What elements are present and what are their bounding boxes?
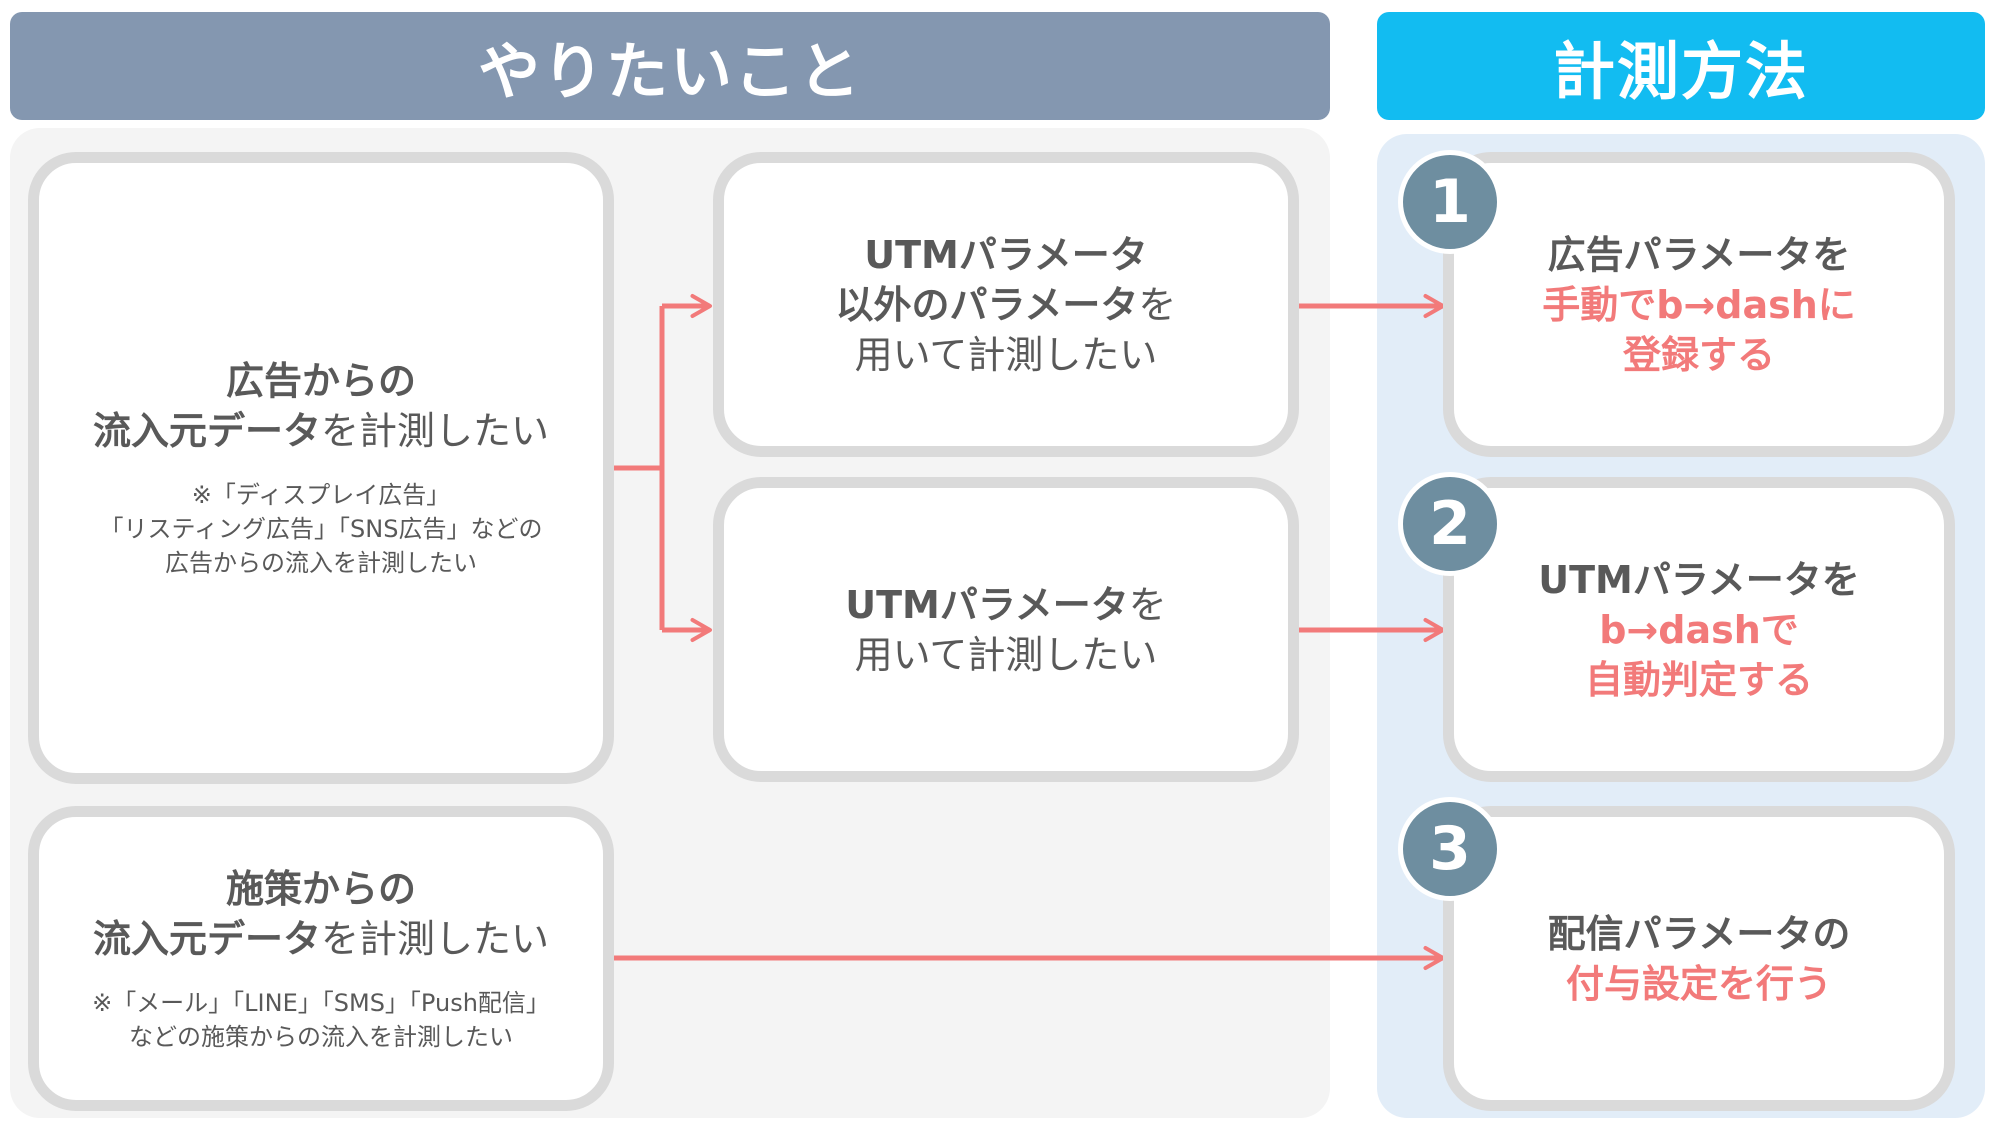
other-param-line-3: 用いて計測したい [854, 332, 1158, 377]
step-badge-2: 2 [1398, 472, 1502, 576]
want-ad-title-1: 広告からの [225, 359, 416, 403]
want-campaign-title-2: 流入元データを計測したい [92, 916, 550, 961]
header-left: やりたいこと [10, 12, 1330, 120]
method-2-line-3: 自動判定する [1584, 657, 1813, 702]
want-campaign-title-1: 施策からの [225, 866, 416, 911]
step-badge-3: 3 [1398, 797, 1502, 901]
method-2-line-1: UTMパラメータを [1538, 557, 1860, 602]
card-want-ad: 広告からの 流入元データを計測したい ※「ディスプレイ広告」 「リスティング広告… [28, 152, 614, 784]
want-campaign-note: ※「メール」「LINE」「SMS」「Push配信」 などの施策からの流入を計測し… [92, 988, 550, 1051]
header-left-title: やりたいこと [477, 35, 862, 108]
method-1-line-1: 広告パラメータを [1547, 232, 1851, 277]
card-want-campaign: 施策からの 流入元データを計測したい ※「メール」「LINE」「SMS」「Pus… [28, 806, 614, 1111]
other-param-line-2: 以外のパラメータを [835, 282, 1177, 327]
want-ad-note: ※「ディスプレイ広告」 「リスティング広告」「SNS広告」などの 広告からの流入… [99, 481, 543, 577]
card-method-1: 広告パラメータを 手動でb→dashに 登録する [1443, 152, 1955, 457]
header-right-title: 計測方法 [1552, 35, 1809, 108]
step-badge-1: 1 [1398, 150, 1502, 254]
method-2-line-2: b→dashで [1599, 607, 1799, 652]
method-1-line-2: 手動でb→dashに [1542, 282, 1856, 327]
method-3-line-1: 配信パラメータの [1547, 911, 1851, 956]
card-method-2: UTMパラメータを b→dashで 自動判定する [1443, 477, 1955, 782]
want-ad-title-2: 流入元データを計測したい [92, 409, 550, 453]
other-param-line-1: UTMパラメータ [864, 232, 1148, 277]
utm-param-line-1: UTMパラメータを [845, 582, 1167, 627]
card-want-utm-param: UTMパラメータを 用いて計測したい [713, 477, 1299, 782]
utm-param-line-2: 用いて計測したい [854, 632, 1158, 677]
card-method-3: 配信パラメータの 付与設定を行う [1443, 806, 1955, 1111]
card-want-other-param: UTMパラメータ 以外のパラメータを 用いて計測したい [713, 152, 1299, 457]
method-3-line-2: 付与設定を行う [1565, 961, 1832, 1006]
header-right: 計測方法 [1377, 12, 1985, 120]
method-1-line-3: 登録する [1622, 332, 1775, 377]
